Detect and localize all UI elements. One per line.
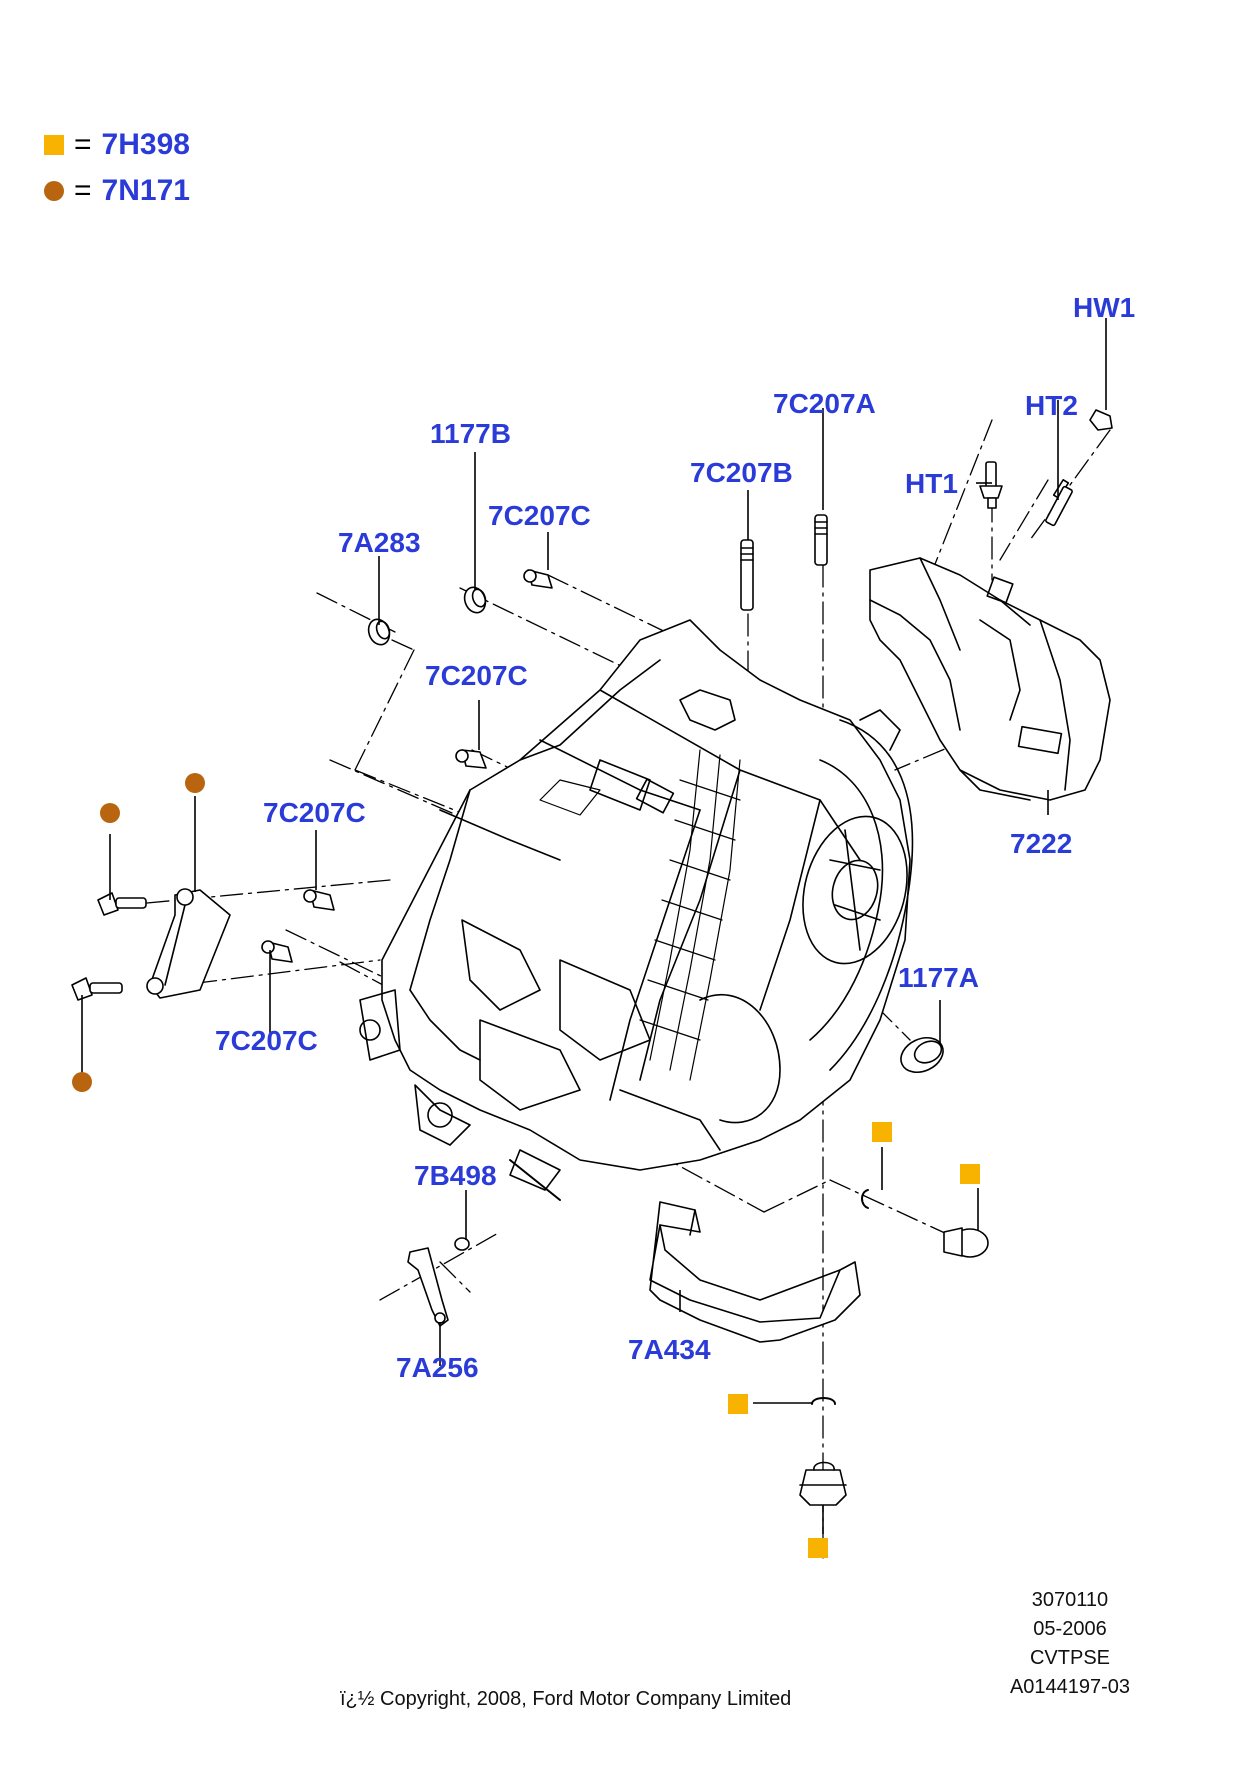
square-marker-icon <box>960 1164 980 1184</box>
clip-bottom <box>811 1397 836 1405</box>
callout-7c207c-top: 7C207C <box>488 500 591 531</box>
callout-7c207b: 7C207B <box>690 457 793 488</box>
callout-1177b: 1177B <box>430 418 511 449</box>
transaxle-housing <box>359 619 914 1201</box>
callout-7c207c-mid: 7C207C <box>425 660 528 691</box>
stud-7c207c-low <box>261 940 293 963</box>
legend-row-circle: = 7N171 <box>44 174 190 208</box>
callout-7222: 7222 <box>1010 828 1073 859</box>
meta-line: A0144197-03 <box>1009 1676 1131 1698</box>
seal-1177a <box>900 1036 944 1074</box>
callout-7a283: 7A283 <box>338 527 421 558</box>
fastener-markers <box>72 773 980 1558</box>
meta-line: 05-2006 <box>1033 1618 1107 1640</box>
clip-hw1 <box>1089 409 1113 431</box>
copyright-notice: ï¿½ Copyright, 2008, Ford Motor Company … <box>340 1688 792 1710</box>
legend-row-square: = 7H398 <box>44 128 190 162</box>
square-marker-icon <box>44 135 64 155</box>
bolt-left-upper <box>97 892 147 916</box>
mount-bottom <box>799 1461 847 1506</box>
seal-7a283 <box>367 618 391 646</box>
heat-shield-7a434 <box>649 1201 861 1343</box>
callout-7a256: 7A256 <box>396 1352 479 1383</box>
circle-marker-icon <box>72 1072 92 1092</box>
valve-body-detail <box>639 749 741 1081</box>
stud-7c207b <box>740 539 754 611</box>
stud-ht2 <box>1045 478 1073 527</box>
plug-lower-right <box>943 1227 989 1258</box>
bolt-ht1 <box>979 461 1003 509</box>
callout-7b498: 7B498 <box>414 1160 497 1191</box>
callout-ht2: HT2 <box>1025 390 1078 421</box>
bracket-7a256 <box>407 1247 449 1327</box>
square-marker-icon <box>808 1538 828 1558</box>
seal-1177b <box>463 586 487 614</box>
stud-7c207a <box>814 514 828 566</box>
callout-hw1: HW1 <box>1073 292 1136 323</box>
circle-marker-icon <box>44 181 64 201</box>
callout-7c207c-low: 7C207C <box>215 1025 318 1056</box>
callout-7c207c-left: 7C207C <box>263 797 366 828</box>
stud-7c207c-top <box>523 569 553 589</box>
clip-lower-right <box>861 1189 869 1209</box>
meta-line: 3070110 <box>1031 1589 1109 1611</box>
part-7222-cover <box>869 557 1111 801</box>
circle-marker-icon <box>100 803 120 823</box>
stud-7c207c-mid <box>455 749 487 769</box>
callout-7c207a: 7C207A <box>773 388 876 419</box>
bolt-left-lower <box>71 977 123 1001</box>
square-marker-icon <box>728 1394 748 1414</box>
stud-7c207c-left <box>303 889 335 911</box>
callout-7a434: 7A434 <box>628 1334 711 1365</box>
legend-code: 7N171 <box>101 174 190 207</box>
legend-code: 7H398 <box>101 128 190 161</box>
drawing-metadata: 3070110 05-2006 CVTPSE A0144197-03 <box>980 1586 1160 1702</box>
clip-7b498 <box>454 1237 470 1251</box>
callout-ht1: HT1 <box>905 468 958 499</box>
circle-marker-icon <box>185 773 205 793</box>
legend-equals: = <box>74 128 92 161</box>
legend-equals: = <box>74 174 92 207</box>
square-marker-icon <box>872 1122 892 1142</box>
meta-line: CVTPSE <box>1029 1647 1111 1669</box>
leader-lines <box>81 318 1107 1534</box>
mount-bracket-left <box>146 888 231 999</box>
callout-1177a: 1177A <box>898 962 979 993</box>
